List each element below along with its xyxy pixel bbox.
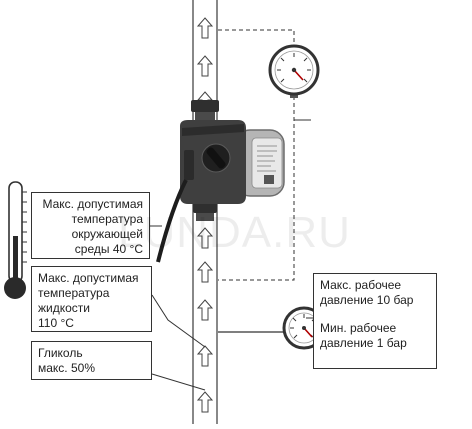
liquid-temperature-callout: Макс. допустимая температура жидкости 11… — [31, 266, 152, 332]
callout-line: среды 40 °C — [74, 242, 143, 256]
flow-arrow-icon — [196, 17, 214, 39]
flow-arrow-icon — [196, 261, 214, 283]
callout-line: давление 1 бар — [320, 336, 407, 350]
callout-line: макс. 50% — [38, 361, 95, 375]
pressure-gauge-icon — [268, 44, 320, 98]
measurement-line — [218, 29, 311, 281]
callout-line: давление 10 бар — [320, 293, 414, 307]
callout-line: жидкости — [38, 301, 90, 315]
spacer — [320, 308, 430, 321]
flow-arrow-icon — [196, 55, 214, 77]
callout-line: температура — [38, 286, 110, 300]
callout-line: окружающей — [71, 227, 143, 241]
glycol-callout: Гликоль макс. 50% — [31, 341, 152, 380]
callout-line: Мин. рабочее — [320, 321, 397, 335]
callout-line: температура — [71, 212, 143, 226]
callout-line: Макс. допустимая — [42, 197, 143, 211]
flow-arrow-icon — [196, 391, 214, 413]
leader-lines — [150, 225, 313, 391]
flow-arrow-icon — [196, 299, 214, 321]
ambient-temperature-callout: Макс. допустимая температура окружающей … — [31, 192, 150, 259]
flow-arrow-icon — [196, 345, 214, 367]
callout-line: Гликоль — [38, 346, 83, 360]
vertical-pipe — [192, 0, 218, 424]
callout-line: 110 °C — [38, 316, 74, 330]
pressure-gauge-icon — [218, 306, 326, 350]
flow-arrow-icon — [196, 227, 214, 249]
flow-arrows — [196, 17, 214, 413]
callout-line: Макс. допустимая — [38, 271, 139, 285]
callout-line: Макс. рабочее — [320, 278, 402, 292]
circulation-pump-icon — [156, 120, 285, 263]
pressure-callout: Макс. рабочее давление 10 бар Мин. рабоч… — [313, 273, 437, 369]
thermometer-icon — [4, 181, 27, 299]
